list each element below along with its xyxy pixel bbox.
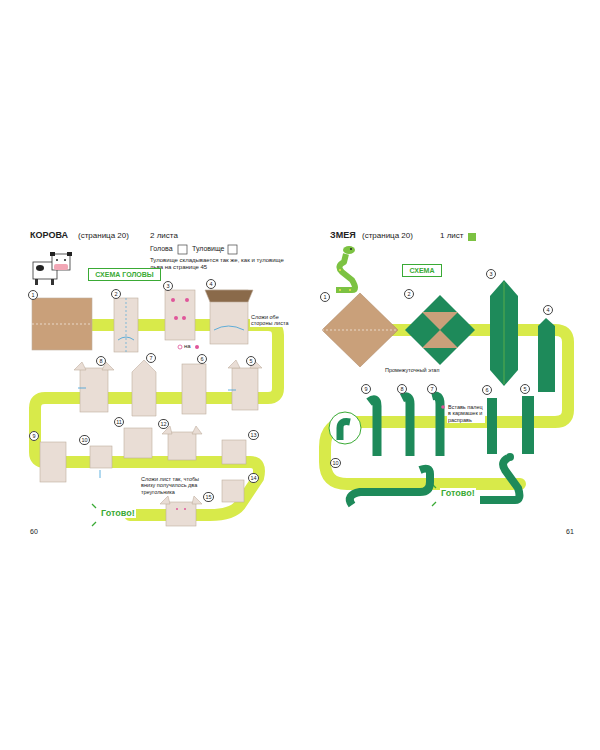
- step-number: 7: [427, 384, 437, 394]
- step-number: 9: [361, 384, 371, 394]
- text-label: (страница 20): [362, 231, 413, 240]
- callout-number: 9: [364, 386, 367, 392]
- step-number: 6: [482, 385, 492, 395]
- step-number: 10: [330, 458, 341, 468]
- callout-number: 5: [249, 358, 252, 364]
- text-label: Туловище: [192, 245, 225, 253]
- callout-number: 4: [209, 281, 212, 287]
- text-label: Промежуточный этап: [384, 367, 444, 373]
- step-number: 8: [96, 356, 106, 366]
- callout-number: 6: [485, 387, 488, 393]
- callout-number: 1: [31, 292, 34, 298]
- paper-swatch: [468, 233, 476, 241]
- pink-dot: [441, 405, 445, 409]
- text-label: ЗМЕЯ: [330, 230, 356, 240]
- scheme-title: СХЕМА: [409, 267, 434, 274]
- route-path: [35, 325, 278, 515]
- callout-number: 4: [546, 307, 549, 313]
- callout-number: 3: [166, 283, 169, 289]
- cow-icon: [33, 252, 72, 285]
- callout-number: 8: [400, 386, 403, 392]
- step-number: 3: [486, 269, 496, 279]
- step-number: 15: [203, 492, 214, 502]
- scheme-box: СХЕМА: [402, 264, 442, 277]
- text-label: Сложи лист так, чтобы внизу получилось д…: [140, 476, 206, 495]
- text-label: Туловище складывается так же, как и туло…: [150, 257, 288, 271]
- fold-arrows: [78, 326, 244, 478]
- step-number: 9: [29, 431, 39, 441]
- step-number: 5: [246, 356, 256, 366]
- callout-number: 11: [116, 419, 122, 425]
- step-number: 1: [28, 290, 38, 300]
- text-label: КОРОВА: [30, 230, 68, 240]
- text-label: Готово!: [100, 508, 136, 518]
- step-number: 2: [111, 289, 121, 299]
- callout-number: 14: [250, 475, 256, 481]
- text-label: Сложи обе стороны листа: [250, 314, 294, 327]
- step-number: 5: [520, 384, 530, 394]
- callout-number: 9: [32, 433, 35, 439]
- callout-number: 3: [489, 271, 492, 277]
- text-label: на: [184, 343, 191, 350]
- callout-number: 15: [205, 494, 211, 500]
- step-number: 8: [397, 384, 407, 394]
- step-number: 4: [206, 279, 216, 289]
- callout-number: 2: [114, 291, 117, 297]
- text-label: Вставь палец в кармашек и расправь: [447, 404, 485, 423]
- callout-number: 7: [430, 386, 433, 392]
- cow-fold-steps: [32, 290, 262, 526]
- step-number: 1: [320, 292, 330, 302]
- text-label: 1 лист: [440, 231, 463, 240]
- step-number: 14: [248, 473, 259, 483]
- step-number: 7: [146, 353, 156, 363]
- text-label: (страница 20): [78, 231, 129, 240]
- text-label: 61: [566, 528, 574, 536]
- callout-number: 10: [81, 437, 87, 443]
- callout-number: 2: [407, 291, 410, 297]
- step-number: 13: [248, 430, 259, 440]
- text-label: Готово!: [440, 488, 476, 498]
- callout-number: 7: [149, 355, 152, 361]
- callout-number: 1: [323, 294, 326, 300]
- text-label: Голова: [150, 245, 173, 253]
- callout-number: 13: [250, 432, 256, 438]
- step-number: 11: [114, 417, 124, 427]
- checkbox: [178, 245, 187, 254]
- callout-number: 12: [160, 421, 166, 427]
- callout-number: 5: [523, 386, 526, 392]
- step-number: 6: [197, 354, 207, 364]
- step-number: 12: [158, 419, 169, 429]
- text-label: 60: [30, 528, 38, 536]
- step-number: 4: [543, 305, 553, 315]
- checkbox: [228, 245, 237, 254]
- scheme-box: СХЕМА ГОЛОВЫ: [88, 268, 161, 281]
- step-number: 3: [163, 281, 173, 291]
- snake-icon: [336, 246, 355, 291]
- scheme-title: СХЕМА ГОЛОВЫ: [95, 271, 153, 278]
- snake-fold-steps: [322, 280, 555, 505]
- step-number: 10: [79, 435, 90, 445]
- text-label: 2 листа: [150, 231, 178, 240]
- callout-number: 8: [99, 358, 102, 364]
- step-number: 2: [404, 289, 414, 299]
- callout-number: 10: [332, 460, 338, 466]
- callout-number: 6: [200, 356, 203, 362]
